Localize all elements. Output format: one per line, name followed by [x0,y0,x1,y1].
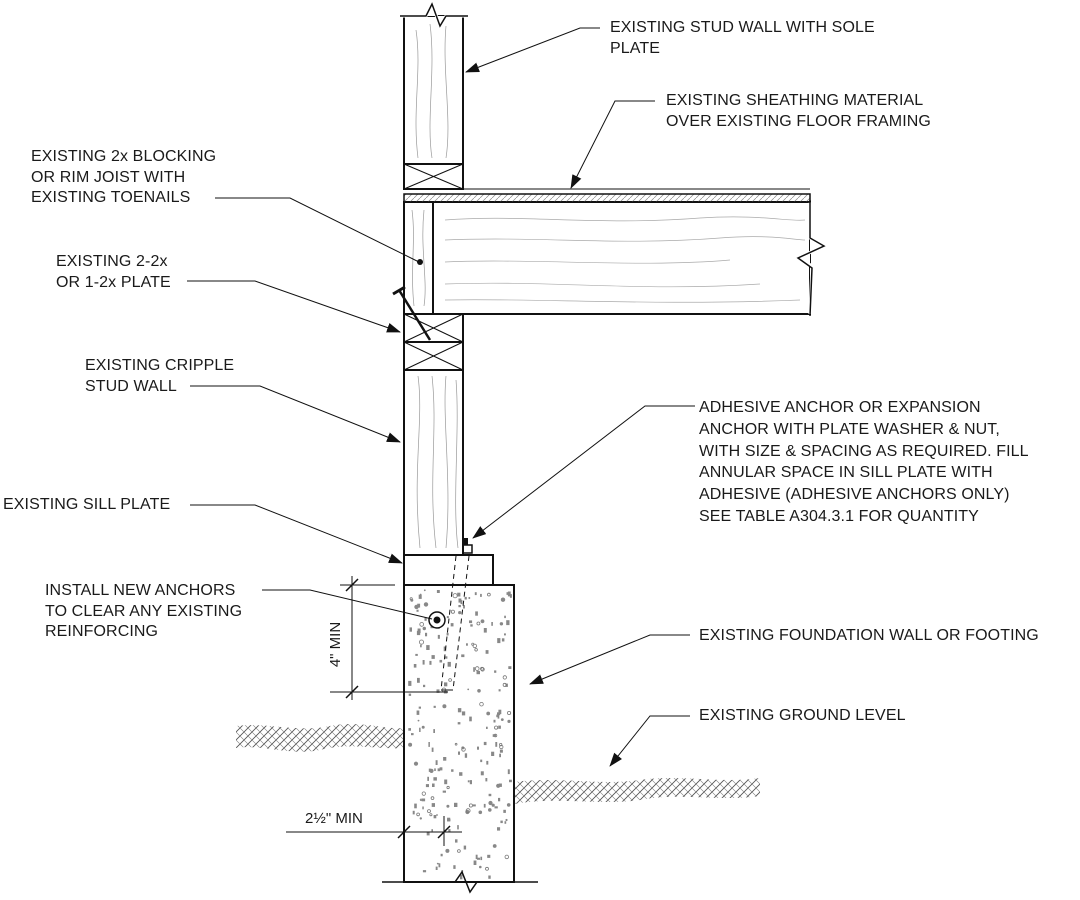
upper-stud-wall [400,0,468,165]
rim-joist [403,201,434,315]
dimension-edge [286,816,462,846]
leaders [187,27,695,767]
label-foundation: EXISTING FOUNDATION WALL OR FOOTING [699,627,1039,644]
label-plate: EXISTING 2-2x OR 1-2x PLATE [56,253,171,291]
sole-plate [403,163,464,190]
dimension-edge-label: 2½" MIN [305,810,363,827]
label-sheathing: EXISTING SHEATHING MATERIAL OVER EXISTIN… [666,92,931,130]
cripple-stud [403,369,464,556]
ground-left [236,724,404,752]
rebar [428,611,446,629]
sill-plate [403,554,494,586]
dimension-embed [330,576,448,700]
label-new-anchors: INSTALL NEW ANCHORS TO CLEAR ANY EXISTIN… [45,582,243,640]
ground-right [514,778,760,804]
label-stud-wall: EXISTING STUD WALL WITH SOLE PLATE [610,19,875,57]
floor-joist [432,200,826,317]
top-plates [403,313,464,371]
dimension-embed-label: 4" MIN [327,621,345,668]
label-sill: EXISTING SILL PLATE [3,496,171,513]
sheathing [403,188,811,203]
label-cripple: EXISTING CRIPPLE STUD WALL [85,357,235,395]
toenail [392,285,432,341]
label-anchor: ADHESIVE ANCHOR OR EXPANSION ANCHOR WITH… [699,399,1029,525]
label-blocking: EXISTING 2x BLOCKING OR RIM JOIST WITH E… [31,148,217,206]
label-ground: EXISTING GROUND LEVEL [699,707,906,724]
